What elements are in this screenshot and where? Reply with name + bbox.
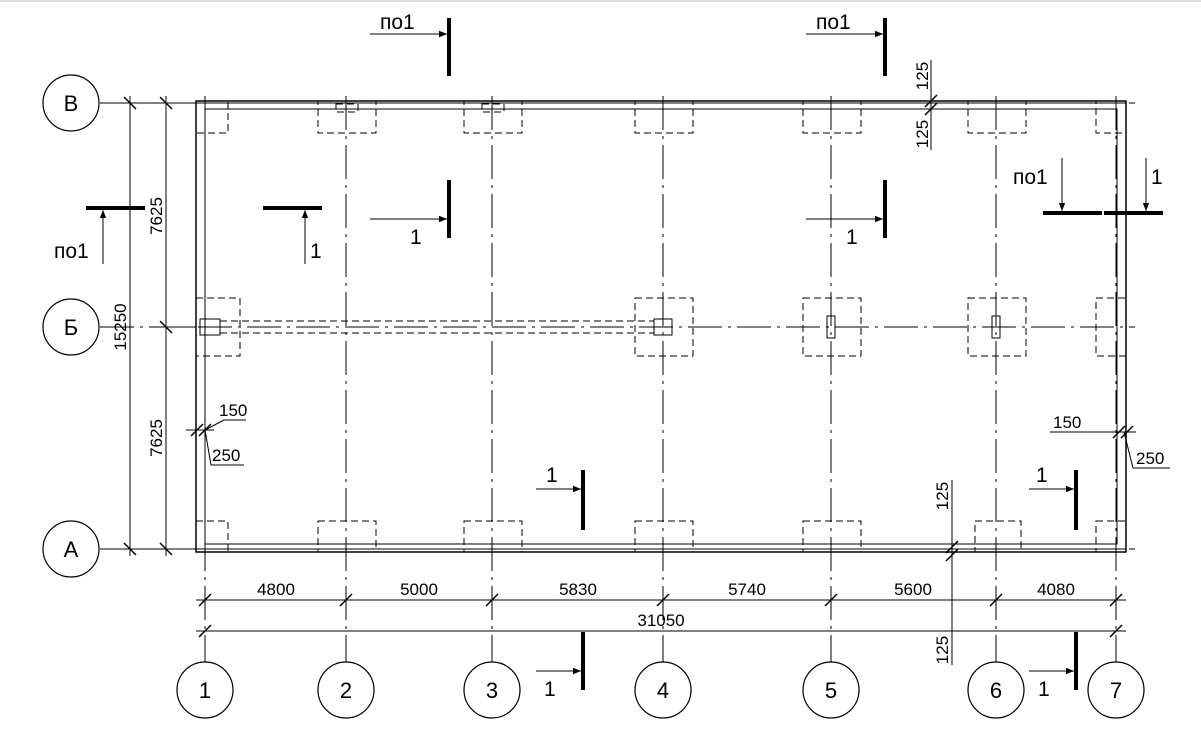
section-1-inner-left: 1 — [310, 240, 322, 263]
wall-dim-250-left: 250 — [212, 446, 240, 465]
foundation-pads — [195, 100, 1127, 553]
section-ref-top-2: по1 — [816, 11, 851, 34]
section-1-bottom-right: 1 — [1038, 678, 1050, 701]
dim-span-2-3: 5000 — [400, 580, 438, 599]
offset-dims: 125 125 125 125 — [913, 60, 959, 665]
axis-label-a: А — [64, 537, 79, 562]
section-ref-right: по1 — [1013, 166, 1048, 189]
axis-label-v: В — [64, 91, 79, 116]
axis-bubbles-numbers: 1 2 3 4 5 6 7 — [176, 661, 1145, 719]
dim-total: 31050 — [637, 611, 684, 630]
offset-125-bottom-lower: 125 — [933, 636, 952, 664]
dim-left-lower: 7625 — [147, 419, 166, 457]
axis-bubbles-letters: В Б А — [42, 74, 100, 578]
section-1-inner-3: 1 — [410, 226, 422, 249]
dim-left-upper: 7625 — [147, 197, 166, 235]
axis-bubble-1 — [176, 661, 234, 719]
axis-label-5: 5 — [825, 678, 837, 703]
left-dimensions: 7625 7625 15250 — [111, 96, 196, 556]
axis-label-3: 3 — [486, 678, 498, 703]
axis-bubble-b — [42, 298, 100, 356]
axis-bubble-2 — [317, 661, 375, 719]
wall-thickness-dims: 150 250 150 250 — [186, 401, 1170, 469]
dim-span-6-7: 4080 — [1037, 580, 1075, 599]
section-1-bottom-mid: 1 — [544, 678, 556, 701]
bottom-dimensions: 4800 5000 5830 5740 5600 4080 31050 — [196, 580, 1126, 638]
section-ref-left: по1 — [54, 240, 89, 263]
dim-span-1-2: 4800 — [257, 580, 295, 599]
section-1-right: 1 — [1151, 166, 1163, 189]
axis-bubble-v — [42, 74, 100, 132]
axis-bubble-5 — [802, 661, 860, 719]
dim-span-5-6: 5600 — [894, 580, 932, 599]
axis-label-4: 4 — [657, 678, 669, 703]
axis-bubble-4 — [634, 661, 692, 719]
wall-dim-250-right: 250 — [1136, 449, 1164, 468]
axis-bubble-7 — [1087, 661, 1145, 719]
vertical-grid-axes — [204, 96, 1117, 662]
dim-left-total: 15250 — [111, 303, 130, 350]
axis-label-b: Б — [64, 315, 78, 340]
axis-label-7: 7 — [1110, 678, 1122, 703]
axis-label-2: 2 — [340, 678, 352, 703]
axis-bubble-a — [42, 520, 100, 578]
wall-dim-150-right: 150 — [1053, 413, 1081, 432]
section-markers: по1 по1 по1 1 1 1 по1 1 1 1 — [54, 11, 1163, 701]
section-1-lower-right: 1 — [1036, 464, 1048, 487]
axis-label-1: 1 — [199, 678, 211, 703]
axis-bubble-3 — [463, 661, 521, 719]
wall-dim-150-left: 150 — [219, 401, 247, 420]
axis-label-6: 6 — [990, 678, 1002, 703]
section-ref-top-1: по1 — [380, 11, 415, 34]
axis-bubble-6 — [967, 661, 1025, 719]
section-1-inner-5: 1 — [846, 226, 858, 249]
dim-span-4-5: 5740 — [728, 580, 766, 599]
offset-125-bottom-upper: 125 — [933, 482, 952, 510]
section-1-lower-mid: 1 — [546, 464, 558, 487]
offset-125-top-upper: 125 — [913, 62, 932, 90]
dim-span-3-4: 5830 — [559, 580, 597, 599]
offset-125-top-lower: 125 — [913, 120, 932, 148]
horizontal-grid-axes — [100, 102, 1135, 550]
